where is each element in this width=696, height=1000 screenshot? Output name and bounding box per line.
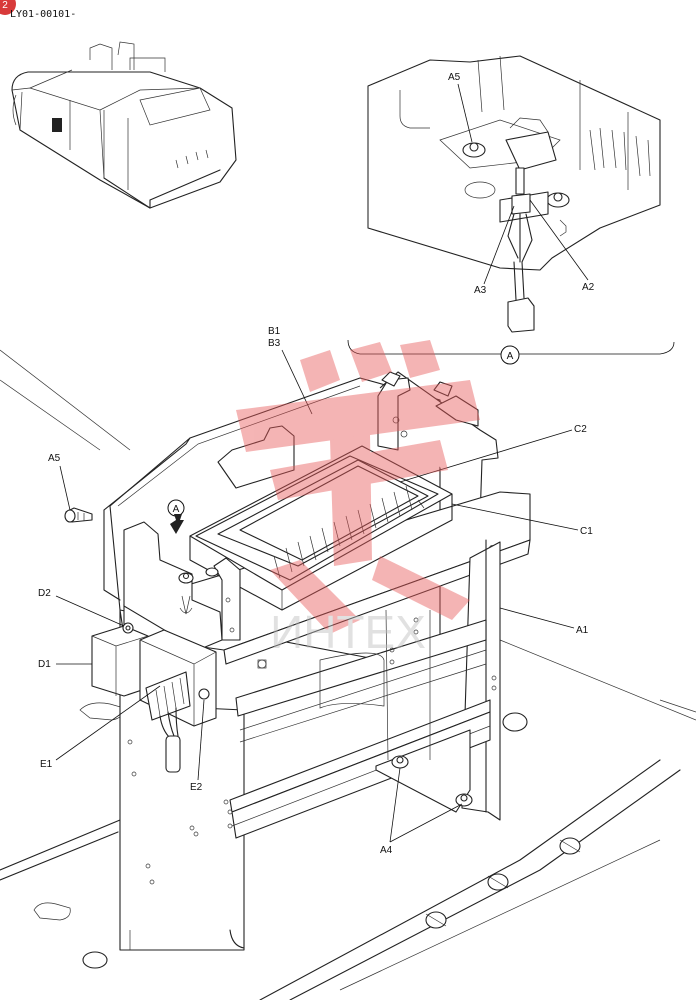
callout-c2: C2 (574, 424, 587, 435)
bracket-left (123, 521, 241, 651)
callout-a2: A2 (582, 282, 595, 293)
tray-assembly (189, 445, 453, 611)
callout-a1: A1 (576, 625, 589, 636)
detail-view-a: A (347, 55, 675, 365)
callout-e1: E1 (40, 759, 53, 770)
callout-d2: D2 (38, 588, 51, 599)
callout-c1: C1 (580, 526, 593, 537)
detail-a-circle (500, 345, 520, 365)
bolt-a5-side (64, 507, 93, 523)
callout-a5-side: A5 (48, 453, 61, 464)
page-badge-number: 2 (2, 0, 8, 11)
callout-e2: E2 (190, 782, 203, 793)
base-plate (0, 349, 696, 1000)
main-callouts: B1 B3 C2 C1 A5 D2 D1 E1 E2 A1 A4 (38, 326, 593, 856)
detail-callouts: A5 A3 A2 (448, 72, 595, 296)
watermark-text: ИНТЕХ (270, 606, 426, 658)
view-arrow-a: A (167, 499, 185, 534)
header: 2 LY01-00101- (0, 0, 76, 20)
watermark: ИНТЕХ (236, 340, 480, 658)
callout-a4: A4 (380, 845, 393, 856)
page-badge (0, 0, 16, 15)
callout-b1: B1 (268, 326, 281, 337)
detail-a-circle-label: A (507, 351, 514, 362)
callout-a5-top: A5 (448, 72, 461, 83)
view-marker-label: A (173, 504, 180, 515)
callout-a3: A3 (474, 285, 487, 296)
document-code: LY01-00101- (10, 9, 76, 20)
overview-thumbnail (11, 41, 237, 209)
callout-b3: B3 (268, 338, 281, 349)
callout-d1: D1 (38, 659, 51, 670)
